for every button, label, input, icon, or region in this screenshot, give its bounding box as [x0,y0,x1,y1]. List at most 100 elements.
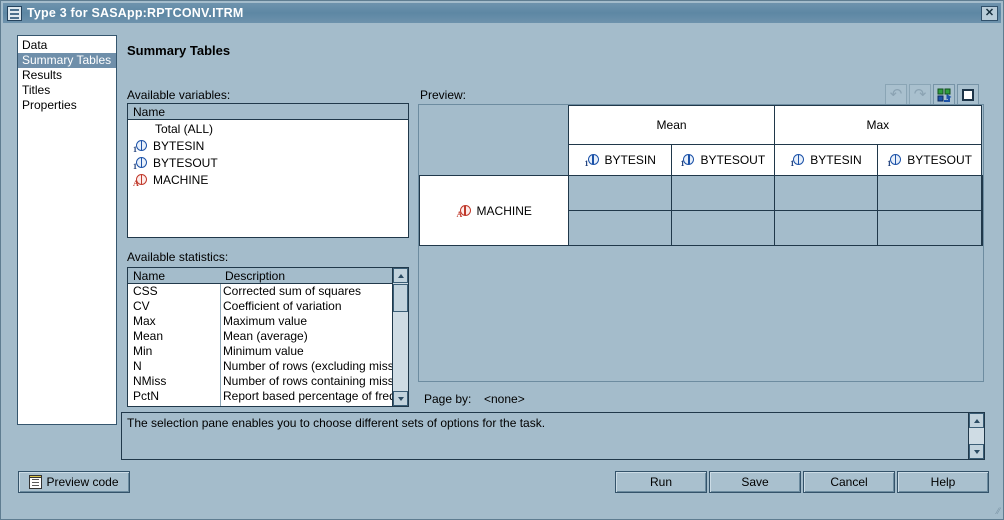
group-header-max[interactable]: Max [773,105,983,145]
sub-header-cell[interactable]: 1 BYTESOUT [877,144,982,176]
cancel-button[interactable]: Cancel [803,471,895,493]
transpose-icon[interactable] [933,84,955,105]
table-row[interactable]: Min Minimum value [128,344,408,359]
variable-label: BYTESOUT [153,155,218,170]
page-by-value[interactable]: <none> [484,392,525,406]
variable-label: Total (ALL) [155,121,214,136]
variables-column-name: Name [133,104,166,119]
column-divider [220,284,221,406]
undo-icon[interactable]: ↶ [885,84,907,105]
page-title: Summary Tables [127,43,231,58]
variable-label: BYTESIN [153,138,205,153]
table-row[interactable]: PctSum Report based percentage of sum [128,404,408,406]
list-item[interactable]: 1 BYTESOUT [128,154,408,171]
list-item[interactable]: A MACHINE [128,171,408,188]
available-variables-label: Available variables: [127,88,231,102]
sidebar-item-titles[interactable]: Titles [22,83,51,97]
sub-header-label: BYTESIN [810,153,862,167]
notepad-icon [29,475,43,489]
available-statistics-list[interactable]: Name Description CSS Corrected sum of sq… [127,267,409,407]
preview-toolbar: ↶ ↷ [885,84,979,105]
resize-grip-icon[interactable]: ⁄⁄ [996,506,1000,516]
run-button[interactable]: Run [615,471,707,493]
table-row[interactable]: N Number of rows (excluding missin... [128,359,408,374]
help-scrollbar[interactable] [968,413,984,459]
title-bar: Type 3 for SASApp:RPTCONV.ITRM ✕ [3,3,1001,23]
numeric-variable-icon: 1 [133,156,149,170]
table-row[interactable]: CV Coefficient of variation [128,299,408,314]
list-item[interactable]: 1 BYTESIN [128,137,408,154]
table-cell[interactable] [568,175,672,211]
sub-header-label: BYTESOUT [907,153,972,167]
table-cell[interactable] [981,175,983,211]
close-icon[interactable]: ✕ [981,5,998,21]
row-header-machine[interactable]: A MACHINE [418,175,570,246]
available-variables-list[interactable]: Name Total (ALL) 1 BYTESIN 1 BYTESOUT A … [127,103,409,238]
sub-header-label: BYTESOUT [700,153,766,167]
preview-code-button[interactable]: Preview code [18,471,130,493]
scroll-up-icon[interactable] [969,413,984,428]
group-header-mean[interactable]: Mean [568,105,775,145]
character-variable-icon: A [457,204,473,218]
table-cell[interactable] [670,175,775,211]
numeric-variable-icon: 1 [680,153,696,168]
numeric-variable-icon: 1 [887,153,903,168]
table-cell[interactable] [877,210,982,246]
character-variable-icon: A [133,173,149,187]
sub-header-cell[interactable]: 1 BYTESIN [773,144,879,176]
table-row[interactable]: NMiss Number of rows containing missin..… [128,374,408,389]
variable-label: MACHINE [153,172,209,187]
sidebar-item-properties[interactable]: Properties [22,98,77,112]
table-row[interactable]: PctN Report based percentage of freq... [128,389,408,404]
table-cell[interactable] [773,210,879,246]
variables-column-header: Name [128,104,408,120]
preview-label: Preview: [420,88,467,102]
scroll-down-icon[interactable] [969,444,984,459]
statistic-name: CSS [133,284,158,298]
help-button[interactable]: Help [897,471,989,493]
statistic-description: Report based percentage of freq... [223,389,406,403]
scrollbar-thumb[interactable] [393,284,408,312]
redo-icon[interactable]: ↷ [909,84,931,105]
scroll-up-icon[interactable] [393,268,408,283]
selection-pane[interactable]: Data Summary Tables Results Titles Prope… [17,35,117,425]
list-item[interactable]: Total (ALL) [128,120,408,137]
page-by-label: Page by: [424,392,472,406]
statistic-name: N [133,359,142,373]
table-cell[interactable] [568,210,672,246]
sidebar-item-results[interactable]: Results [22,68,63,82]
scroll-down-icon[interactable] [393,391,408,406]
statistics-column-header: Name Description [128,268,408,284]
preview-pane[interactable]: Mean Max 1 BYTESIN 1 BYTESOUT [418,104,984,382]
numeric-variable-icon: 1 [790,153,806,168]
help-text: The selection pane enables you to choose… [127,416,546,430]
save-button[interactable]: Save [709,471,801,493]
statistic-name: Max [133,314,156,328]
table-cell[interactable] [877,175,982,211]
table-cell[interactable] [773,175,879,211]
statistic-description: Minimum value [223,344,304,358]
sidebar-item-summary-tables[interactable]: Summary Tables [18,53,116,68]
sidebar-item-data[interactable]: Data [22,38,48,52]
statistic-description: Coefficient of variation [223,299,342,313]
numeric-variable-icon: 1 [133,139,149,153]
transpose-glyph [937,88,952,102]
statistics-scrollbar[interactable] [392,268,408,406]
preview-code-label: Preview code [46,475,119,489]
table-row[interactable]: Mean Mean (average) [128,329,408,344]
statistics-column-name: Name [133,268,166,283]
statistic-name: Min [133,344,153,358]
sub-header-cell[interactable]: 1 BYTESOUT [670,144,775,176]
summary-table-preview[interactable]: Mean Max 1 BYTESIN 1 BYTESOUT [418,105,983,246]
table-row[interactable]: Max Maximum value [128,314,408,329]
window-title: Type 3 for SASApp:RPTCONV.ITRM [27,6,244,20]
fullscreen-icon[interactable] [957,84,979,105]
table-cell[interactable] [981,210,983,246]
table-cell[interactable] [670,210,775,246]
statistic-name: Mean [133,329,164,343]
statistic-description: Number of rows (excluding missin... [223,359,408,373]
statistic-description: Mean (average) [223,329,308,343]
sub-header-cell[interactable]: 1 BYTESIN [568,144,672,176]
table-row[interactable]: CSS Corrected sum of squares [128,284,408,299]
